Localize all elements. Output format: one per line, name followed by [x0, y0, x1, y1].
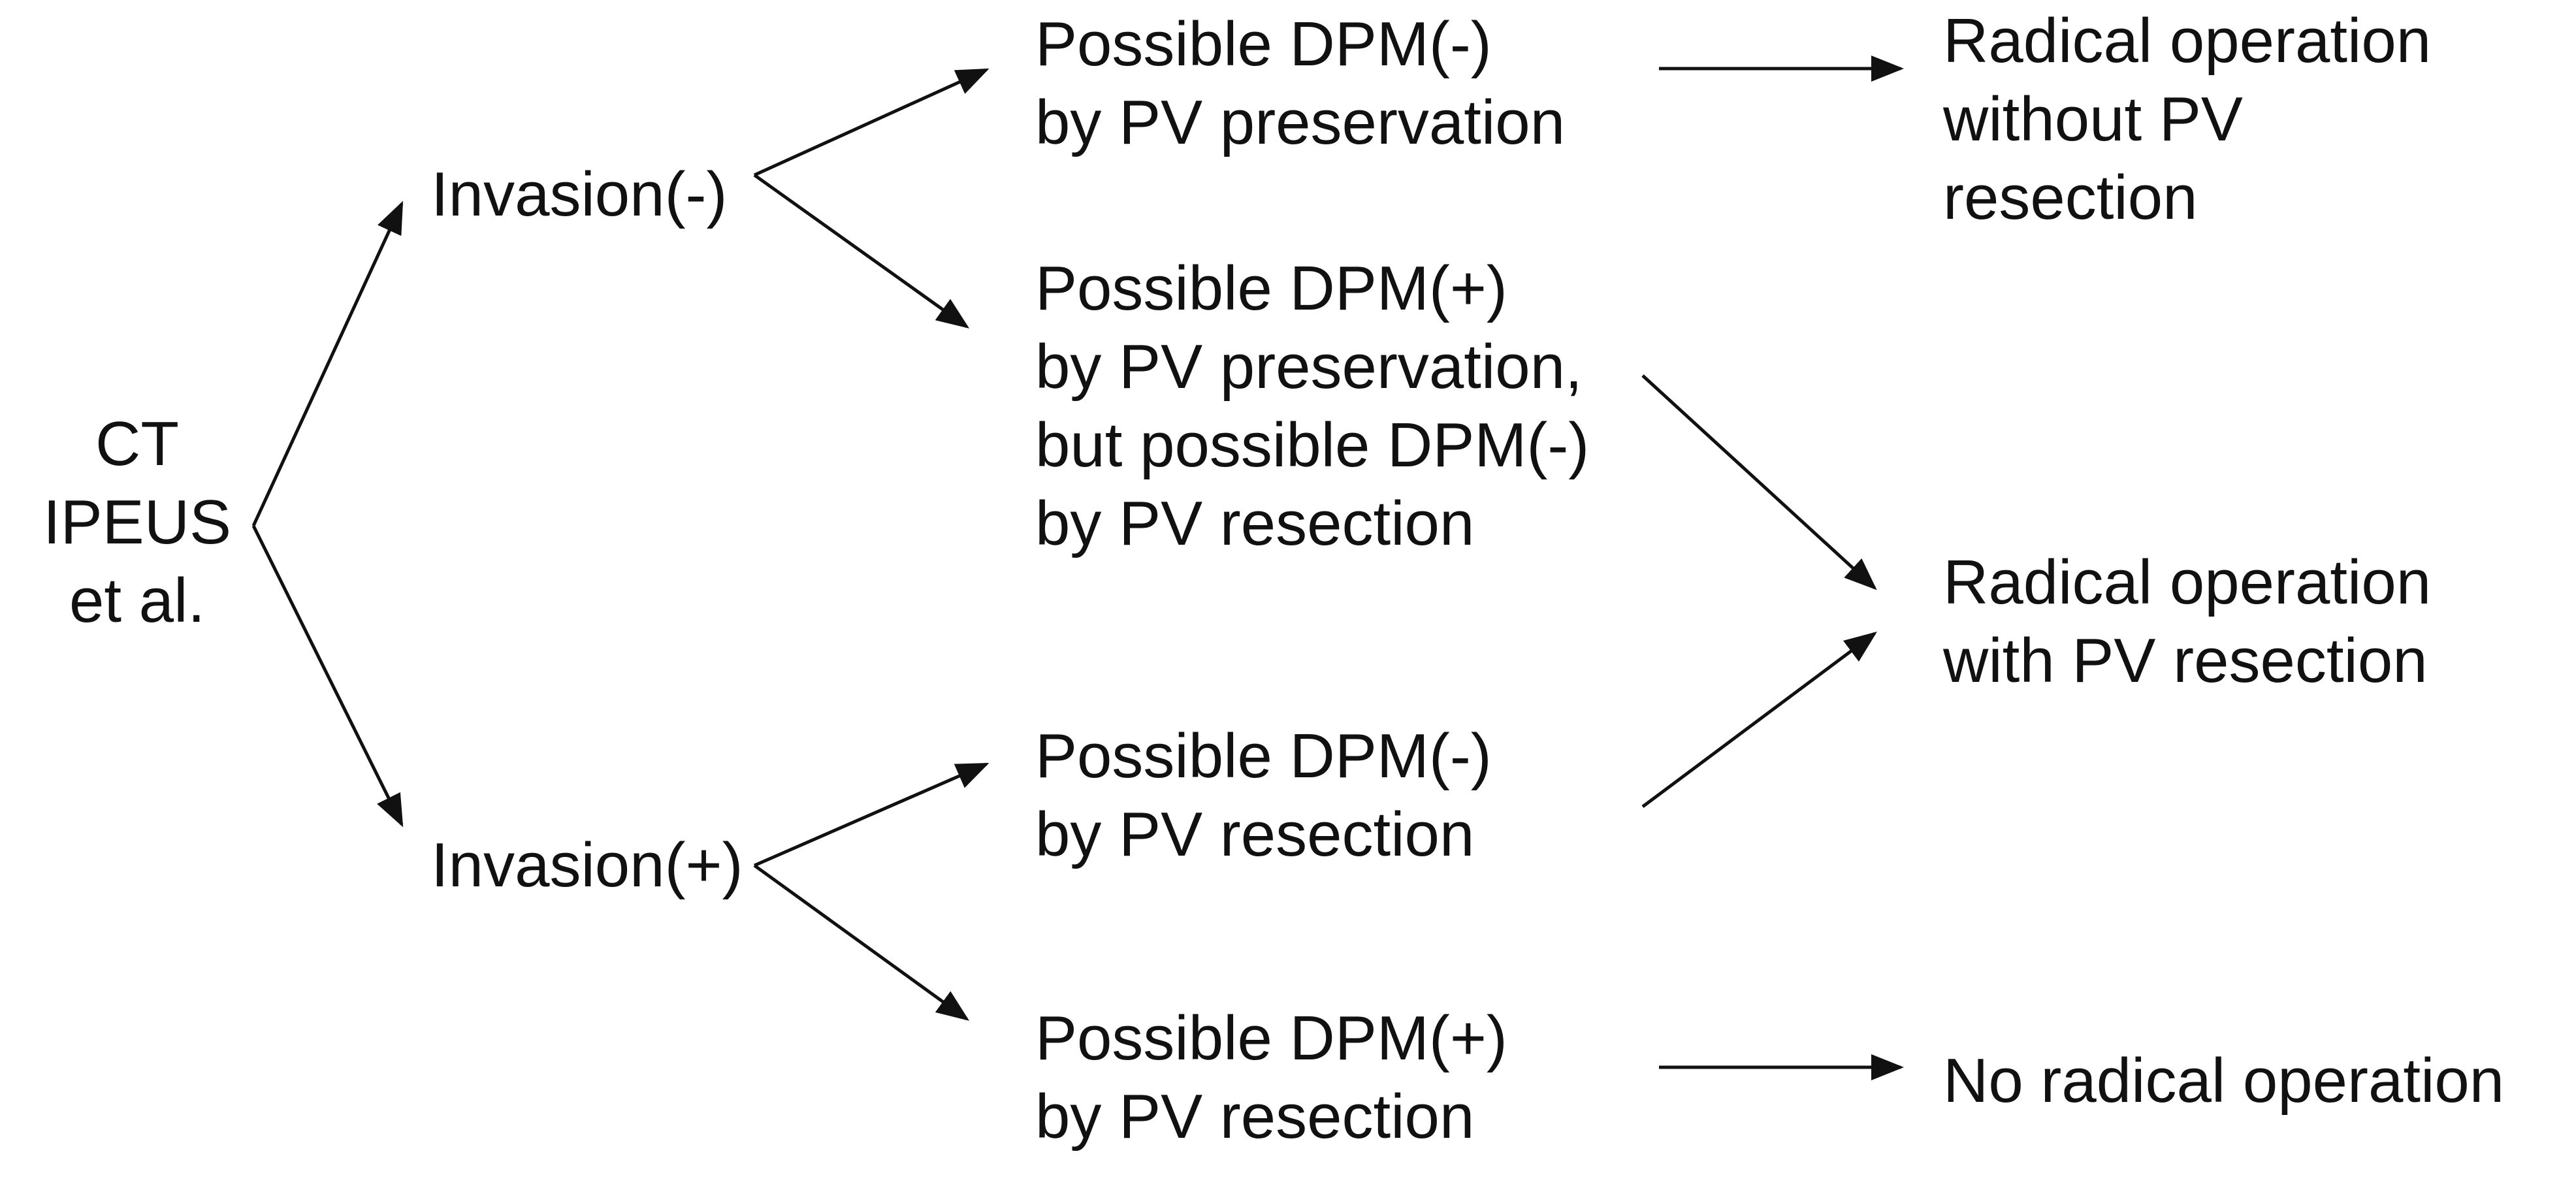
arrow-invpos-to-dpm-neg-resection [753, 762, 990, 867]
arrow-invpos-to-dpm-pos-resection [753, 863, 970, 1021]
root-line-2: IPEUS [42, 487, 232, 557]
outcome-with-pv-node: Radical operation with PV resection [1943, 543, 2431, 700]
dpm-neg-resection-node: Possible DPM(-) by PV resection [1035, 717, 1492, 874]
dpm-neg-preservation-line-1: Possible DPM(-) [1035, 9, 1492, 79]
arrow-root-to-invasion-neg [251, 201, 404, 527]
outcome-without-pv-line-2: without PV [1943, 84, 2243, 154]
invasion-negative-label: Invasion(-) [431, 159, 728, 229]
root-node: CT IPEUS et al. [36, 405, 238, 640]
dpm-pos-preservation-line-2: by PV preservation, [1035, 332, 1583, 402]
outcome-without-pv-line-3: resection [1943, 163, 2198, 233]
outcome-no-radical-node: No radical operation [1943, 1042, 2504, 1120]
outcome-with-pv-line-1: Radical operation [1943, 547, 2432, 617]
outcome-without-pv-node: Radical operation without PV resection [1943, 2, 2431, 237]
invasion-positive-label: Invasion(+) [431, 830, 743, 900]
arrow-dpm-neg-resection-to-with-pv [1641, 632, 1878, 809]
outcome-no-radical-label: No radical operation [1943, 1046, 2505, 1116]
dpm-pos-resection-node: Possible DPM(+) by PV resection [1035, 999, 1507, 1156]
root-line-1: CT [95, 409, 179, 479]
outcome-with-pv-line-2: with PV resection [1943, 626, 2428, 696]
dpm-pos-resection-line-1: Possible DPM(+) [1035, 1003, 1507, 1073]
arrow-root-to-invasion-pos [251, 524, 404, 828]
dpm-pos-resection-line-2: by PV resection [1035, 1082, 1475, 1152]
dpm-neg-preservation-line-2: by PV preservation [1035, 88, 1566, 157]
dpm-pos-preservation-line-4: by PV resection [1035, 489, 1475, 558]
arrow-dpm-pos-preservation-to-with-pv [1641, 374, 1877, 590]
arrow-invneg-to-dpm-neg-preservation [753, 68, 990, 177]
outcome-without-pv-line-1: Radical operation [1943, 6, 2432, 76]
dpm-neg-preservation-node: Possible DPM(-) by PV preservation [1035, 5, 1565, 162]
invasion-positive-node: Invasion(+) [431, 826, 743, 905]
dpm-pos-preservation-node: Possible DPM(+) by PV preservation, but … [1035, 250, 1589, 563]
arrow-invneg-to-dpm-pos-preservation [753, 173, 970, 329]
dpm-pos-preservation-line-1: Possible DPM(+) [1035, 253, 1507, 323]
root-line-3: et al. [69, 566, 206, 636]
dpm-neg-resection-line-2: by PV resection [1035, 799, 1475, 869]
dpm-pos-preservation-line-3: but possible DPM(-) [1035, 410, 1590, 480]
invasion-negative-node: Invasion(-) [431, 155, 727, 234]
dpm-neg-resection-line-1: Possible DPM(-) [1035, 721, 1492, 791]
